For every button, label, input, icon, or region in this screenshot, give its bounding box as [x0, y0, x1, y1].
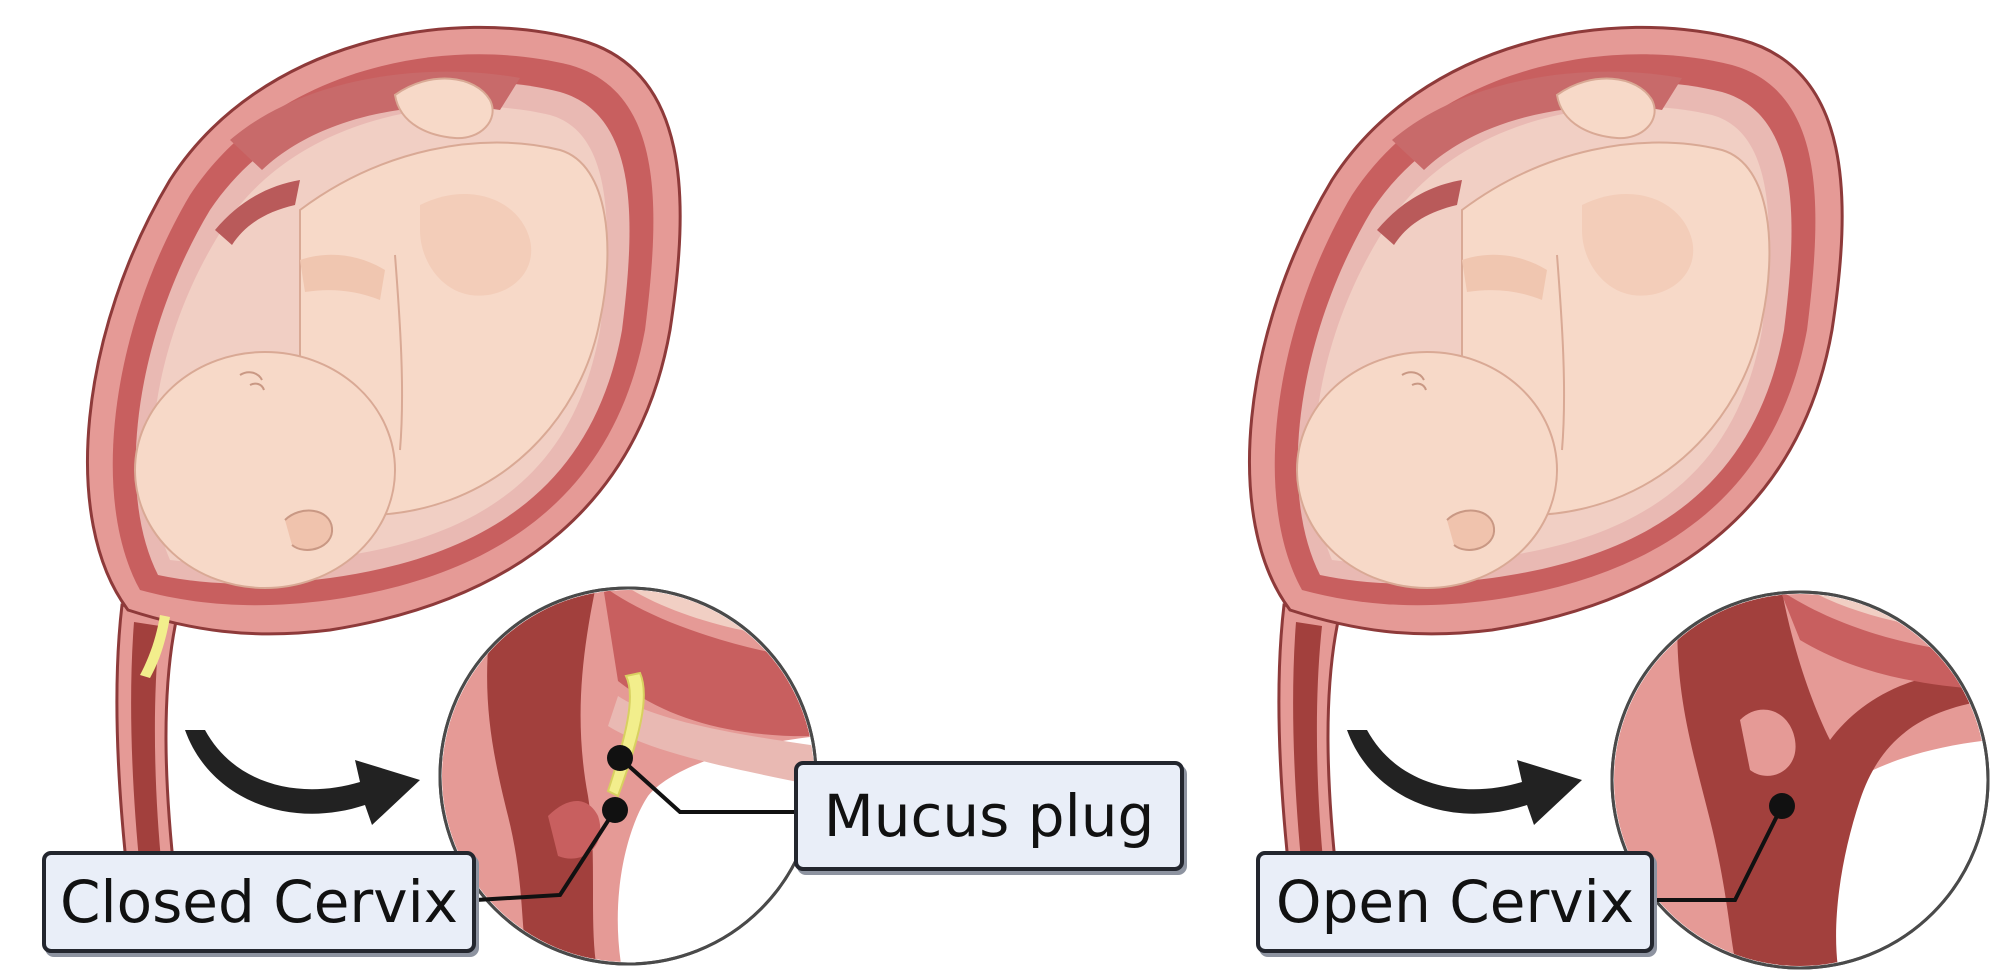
open-cervix-marker: [1769, 793, 1795, 819]
closed-cervix-label: Closed Cervix: [42, 851, 476, 953]
mucus-plug-label: Mucus plug: [794, 761, 1184, 871]
closed-cervix-zoom-circle: [438, 576, 818, 976]
open-cervix-label: Open Cervix: [1256, 851, 1654, 953]
mucus-plug-marker: [607, 745, 633, 771]
open-cervix-zoom-circle: [1610, 580, 1990, 976]
closed-cervix-marker: [602, 797, 628, 823]
